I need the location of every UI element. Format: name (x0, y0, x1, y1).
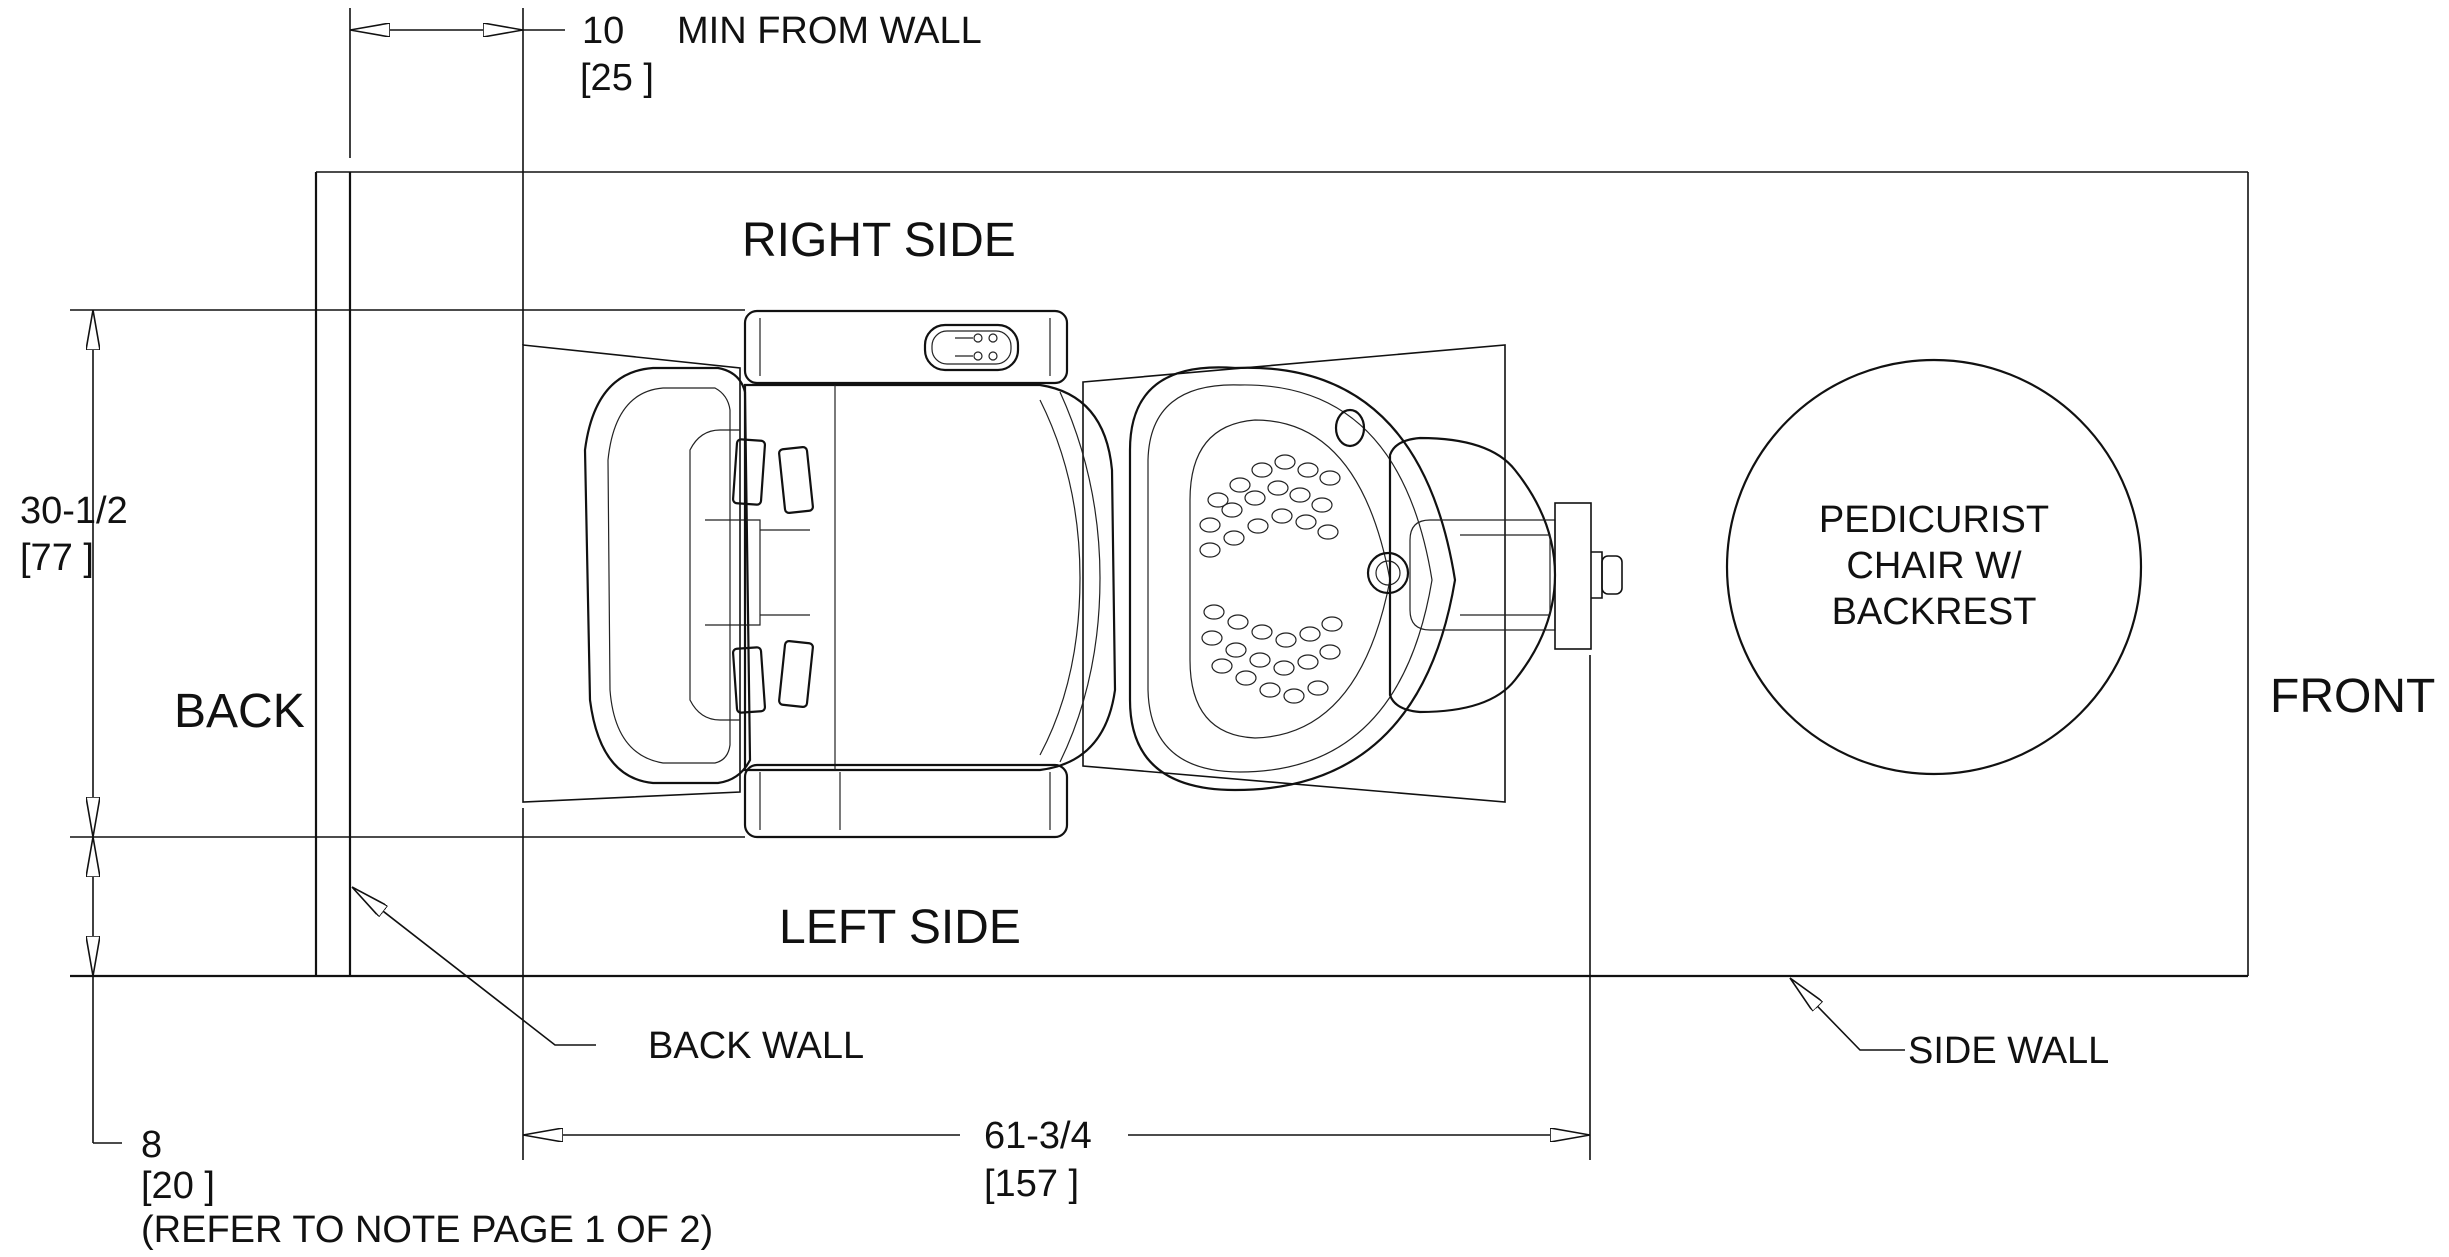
side-wall-leader: SIDE WALL (1790, 978, 2109, 1072)
pedicure-spa-chair (522, 309, 1623, 839)
dimension-min-from-wall: 10 MIN FROM WALL [25 ] (349, 8, 982, 345)
pedicurist-chair-line-1: PEDICURIST (1819, 499, 2049, 541)
right-side-label: RIGHT SIDE (742, 214, 1016, 267)
length-metric: [157 ] (984, 1163, 1079, 1205)
dimension-length: 61-3/4 [157 ] (522, 655, 1591, 1205)
dimension-depth: 30-1/2 [77 ] (20, 309, 745, 838)
depth-value: 30-1/2 (20, 490, 128, 532)
dimension-side-clearance: 8 [20 ] (REFER TO NOTE PAGE 1 OF 2) (93, 837, 713, 1251)
pedicurist-chair-line-2: CHAIR W/ (1846, 545, 2022, 587)
front-label: FRONT (2270, 670, 2435, 723)
back-wall-label: BACK WALL (648, 1025, 864, 1067)
back-label: BACK (174, 685, 305, 738)
side-clearance-metric: [20 ] (141, 1165, 215, 1207)
pedicurist-chair: PEDICURIST CHAIR W/ BACKREST (1725, 358, 2143, 776)
length-value: 61-3/4 (984, 1115, 1092, 1157)
side-clearance-note: (REFER TO NOTE PAGE 1 OF 2) (141, 1209, 713, 1251)
min-from-wall-metric: [25 ] (580, 57, 654, 99)
back-wall-leader: BACK WALL (352, 887, 864, 1067)
min-from-wall-value: 10 (582, 10, 624, 52)
depth-metric: [77 ] (20, 537, 94, 579)
left-side-label: LEFT SIDE (779, 901, 1021, 954)
min-from-wall-note: MIN FROM WALL (677, 10, 982, 52)
side-wall-label: SIDE WALL (1908, 1030, 2109, 1072)
pedicurist-chair-line-3: BACKREST (1832, 591, 2037, 633)
back-wall (314, 172, 352, 976)
room-outline (70, 171, 2249, 978)
side-clearance-value: 8 (141, 1124, 162, 1166)
